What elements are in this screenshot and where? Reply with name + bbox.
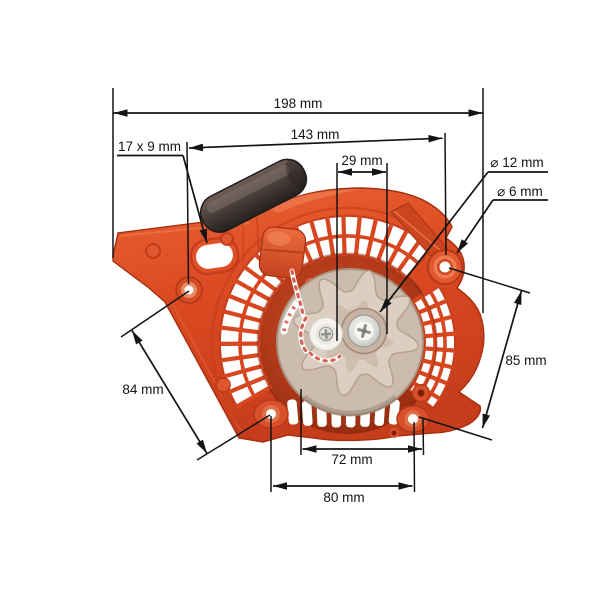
dim-label-84: 84 mm — [122, 382, 163, 397]
starter-cover-photo — [112, 158, 485, 443]
dim-label-dia12: ⌀ 12 mm — [490, 155, 543, 170]
dim-total-width: 198 mm — [112, 88, 484, 313]
dome-highlight — [270, 189, 362, 213]
dim-inner-width: 143 mm — [186, 127, 447, 285]
dimension-overlay: 198 mm 143 mm 29 mm 17 x 9 mm ⌀ 12 mm ⌀ … — [112, 88, 548, 505]
rope-guide-elbow — [258, 226, 307, 279]
mounting-slot — [189, 236, 240, 276]
flange-shadow — [302, 394, 398, 417]
dim-label-80: 80 mm — [323, 490, 364, 505]
pull-handle — [199, 158, 308, 233]
fin-highlight — [393, 210, 449, 258]
dim-big-hole: ⌀ 12 mm — [379, 155, 548, 313]
rope-coil-stripe — [282, 300, 300, 332]
dim-right-height: 85 mm — [418, 267, 547, 441]
starter-rope — [289, 268, 343, 364]
molded-circles — [145, 232, 234, 393]
dim-left-height: 84 mm — [120, 290, 271, 461]
top-right-screw-hole — [427, 249, 463, 285]
dim-label-198: 198 mm — [274, 96, 323, 111]
recoil-pulley — [276, 268, 424, 417]
dim-bottom-outer: 80 mm — [270, 416, 416, 505]
pawl-washer — [308, 316, 344, 352]
dim-label-29: 29 mm — [341, 153, 382, 168]
dim-label-72: 72 mm — [331, 452, 372, 467]
dim-label-17x9: 17 x 9 mm — [118, 139, 181, 154]
dim-label-dia6: ⌀ 6 mm — [497, 184, 543, 199]
dim-small-hole: ⌀ 6 mm — [456, 184, 548, 254]
dim-label-143: 143 mm — [291, 127, 340, 142]
dim-slot-size: 17 x 9 mm — [117, 139, 208, 244]
center-hub — [340, 307, 388, 355]
small-pin-holes — [389, 383, 431, 438]
bottom-left-screw-hole — [253, 399, 289, 429]
bottom-right-screw-hole — [396, 405, 430, 433]
dim-bottom-inner: 72 mm — [300, 389, 425, 467]
dim-label-85: 85 mm — [505, 353, 546, 368]
